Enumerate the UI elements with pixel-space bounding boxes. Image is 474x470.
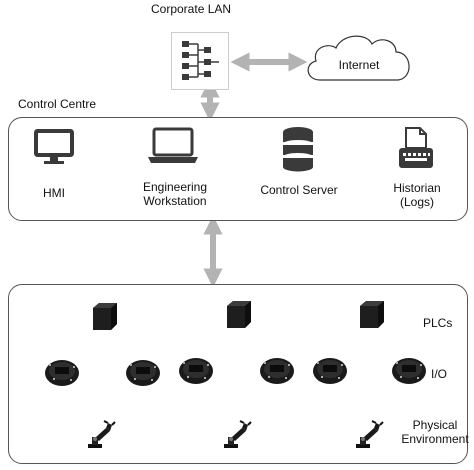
robot-arm-icon	[224, 420, 252, 448]
robot-arm-icon	[356, 420, 384, 448]
typewriter-log-icon	[399, 127, 433, 168]
control-centre-title: Control Centre	[18, 97, 97, 111]
robot-arm-icon	[88, 420, 116, 448]
physical-environment-label: Physical Environment	[401, 418, 469, 446]
laptop-icon	[148, 127, 198, 163]
plcs-layer-label: PLCs	[423, 316, 453, 330]
plc-cube-icon	[93, 303, 117, 330]
corporate-lan-box[interactable]	[171, 32, 229, 90]
hmi-label: HMI	[43, 186, 65, 200]
internet-node[interactable]: Internet	[300, 28, 418, 88]
internet-label: Internet	[338, 58, 380, 72]
io-board-icon	[392, 358, 426, 384]
control-server-label: Control Server	[260, 183, 338, 197]
network-hierarchy-icon	[182, 41, 219, 80]
io-layer-label: I/O	[431, 367, 448, 381]
plc-cube-icon	[360, 301, 384, 328]
monitor-icon	[34, 129, 74, 164]
plc-cube-icon	[227, 301, 251, 328]
control-centre-box	[8, 117, 468, 221]
engineering-workstation-label: Engineering Workstation	[142, 180, 208, 208]
io-board-icon	[45, 360, 79, 386]
io-board-icon	[126, 360, 160, 386]
io-board-icon	[260, 358, 294, 384]
corporate-lan-title: Corporate LAN	[151, 2, 232, 16]
io-board-icon	[313, 358, 347, 384]
io-board-icon	[179, 358, 213, 384]
database-server-icon	[283, 127, 313, 172]
cloud-icon	[307, 35, 410, 81]
historian-label: Historian (Logs)	[393, 181, 441, 209]
